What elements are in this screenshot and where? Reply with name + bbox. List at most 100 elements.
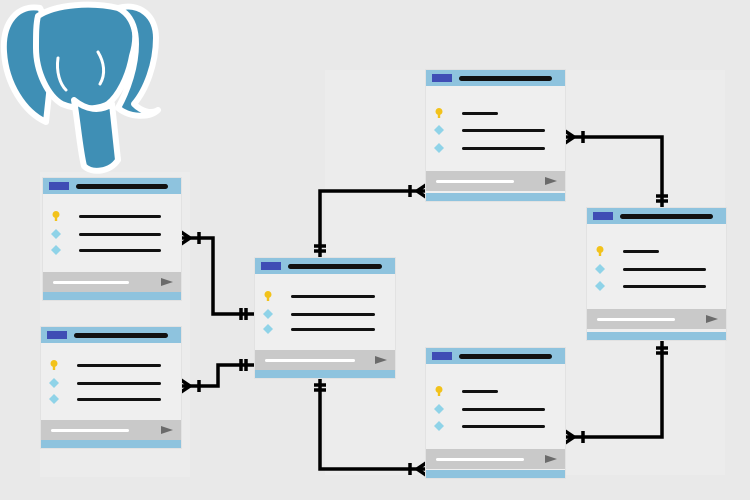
table-header — [426, 70, 565, 86]
table-title-bar — [74, 333, 168, 338]
field-row — [434, 421, 545, 431]
footer-line — [436, 180, 514, 183]
field-line — [79, 233, 161, 236]
field-row-primary-key — [595, 246, 706, 256]
field-row — [434, 143, 545, 153]
table-card[interactable] — [255, 258, 395, 378]
diamond-icon — [434, 404, 444, 414]
crow-foot — [564, 129, 578, 145]
table-title-bar — [76, 184, 168, 189]
connector-bottom-right-far-right — [565, 340, 664, 439]
table-icon — [261, 262, 281, 270]
field-row-primary-key — [434, 108, 545, 118]
diamond-icon — [434, 421, 444, 431]
diamond-icon — [263, 309, 273, 319]
field-row-primary-key — [51, 211, 161, 221]
table-bottom-bar — [255, 370, 395, 378]
footer-line — [436, 458, 524, 461]
field-line — [77, 382, 161, 385]
play-arrow-icon[interactable] — [545, 455, 557, 463]
field-row-primary-key — [49, 360, 161, 370]
table-card[interactable] — [426, 70, 565, 201]
field-row — [51, 229, 161, 239]
table-card[interactable] — [587, 208, 726, 340]
key-icon — [435, 108, 443, 118]
table-footer — [43, 272, 181, 292]
field-row — [49, 394, 161, 404]
diamond-icon — [434, 143, 444, 153]
key-icon — [52, 211, 60, 221]
table-title-bar — [459, 354, 552, 359]
field-row — [51, 245, 161, 255]
footer-line — [265, 359, 355, 362]
footer-line — [597, 318, 675, 321]
connector-center-top-right — [318, 189, 426, 258]
table-card[interactable] — [426, 348, 565, 478]
field-line — [291, 295, 375, 298]
field-line — [291, 313, 375, 316]
footer-line — [51, 429, 129, 432]
play-arrow-icon[interactable] — [706, 315, 718, 323]
field-row — [434, 125, 545, 135]
table-bottom-bar — [426, 470, 565, 478]
table-bottom-bar — [587, 332, 726, 340]
field-row-primary-key — [263, 291, 375, 301]
field-line — [623, 285, 706, 288]
footer-line — [53, 281, 129, 284]
field-row — [595, 281, 706, 291]
play-arrow-icon[interactable] — [161, 426, 173, 434]
field-line — [462, 129, 545, 132]
table-header — [43, 178, 181, 194]
postgresql-elephant-icon — [0, 1, 161, 174]
field-line — [291, 328, 375, 331]
field-line — [623, 250, 659, 253]
field-line — [462, 408, 545, 411]
crow-foot — [413, 461, 427, 477]
key-icon — [435, 386, 443, 396]
table-icon — [49, 182, 69, 190]
table-footer — [255, 350, 395, 370]
elephant-eye-left — [56, 56, 68, 92]
table-header — [426, 348, 565, 364]
connector-left-bottom-center — [181, 363, 255, 388]
connector-center-bottom-right — [318, 378, 426, 471]
play-arrow-icon[interactable] — [545, 177, 557, 185]
table-bottom-bar — [41, 440, 181, 448]
field-line — [462, 112, 498, 115]
table-header — [587, 208, 726, 224]
table-card[interactable] — [43, 178, 181, 300]
diamond-icon — [51, 229, 61, 239]
key-icon — [264, 291, 272, 301]
table-footer — [41, 420, 181, 440]
field-row — [595, 264, 706, 274]
connector-top-right-far-right — [565, 135, 664, 208]
field-line — [462, 425, 545, 428]
field-row — [49, 378, 161, 388]
field-line — [77, 364, 161, 367]
elephant-eye-right — [96, 50, 106, 86]
table-title-bar — [459, 76, 552, 81]
diamond-icon — [263, 324, 273, 334]
table-header — [255, 258, 395, 274]
table-footer — [426, 449, 565, 469]
diamond-icon — [595, 281, 605, 291]
key-icon — [50, 360, 58, 370]
diamond-icon — [51, 245, 61, 255]
table-bottom-bar — [43, 292, 181, 300]
crow-foot — [564, 429, 578, 445]
table-footer — [426, 171, 565, 191]
table-icon — [593, 212, 613, 220]
play-arrow-icon[interactable] — [161, 278, 173, 286]
crow-foot — [180, 378, 194, 394]
table-bottom-bar — [426, 193, 565, 201]
field-row — [263, 309, 375, 319]
crow-foot — [413, 183, 427, 199]
crow-foot — [180, 230, 194, 246]
diamond-icon — [49, 378, 59, 388]
field-line — [623, 268, 706, 271]
field-row — [434, 404, 545, 414]
table-header — [41, 327, 181, 343]
table-card[interactable] — [41, 327, 181, 448]
play-arrow-icon[interactable] — [375, 356, 387, 364]
